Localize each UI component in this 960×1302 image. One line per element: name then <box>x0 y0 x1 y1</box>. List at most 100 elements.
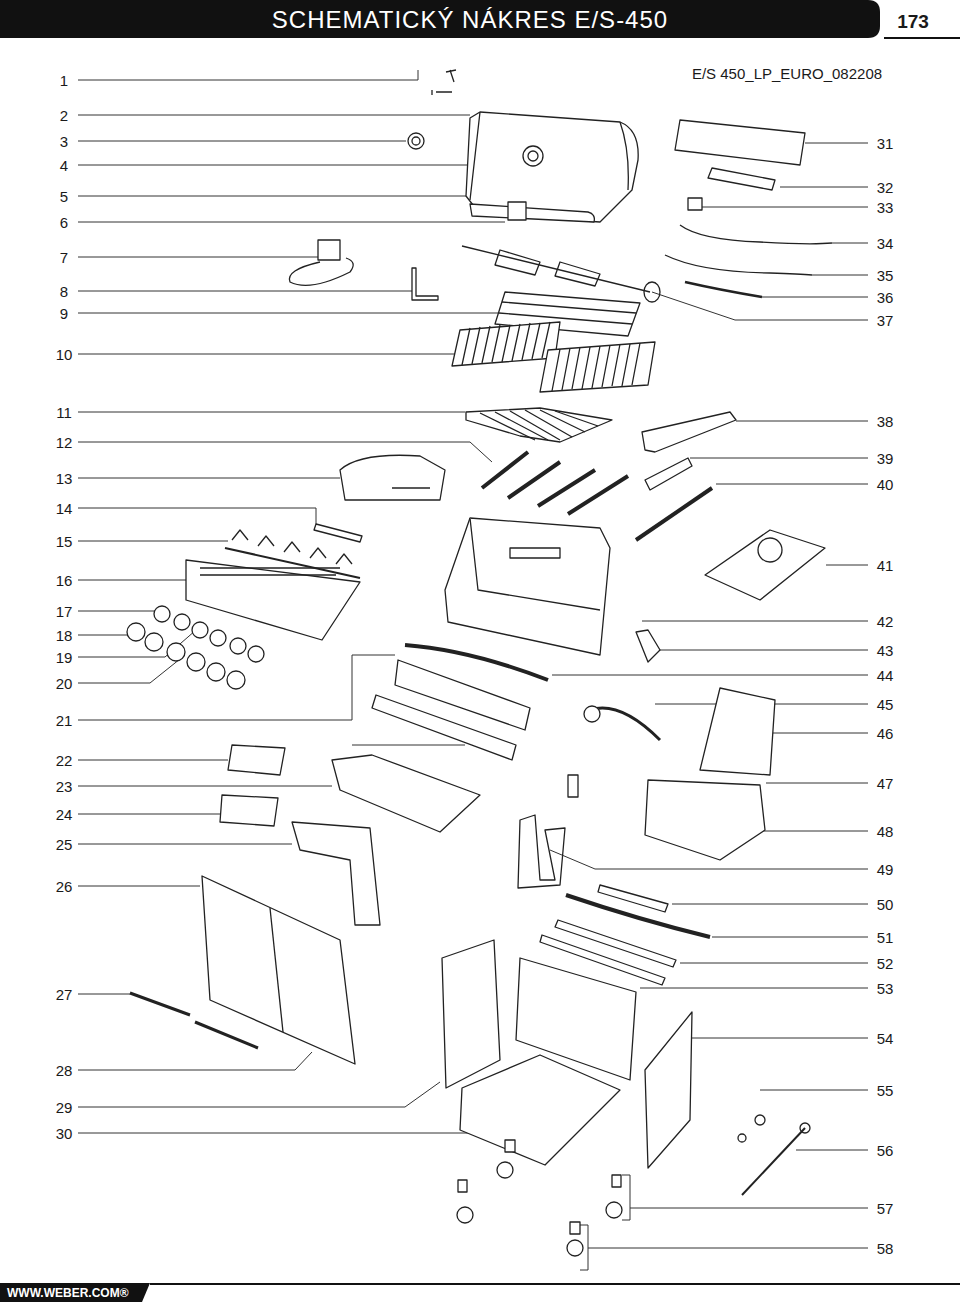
leader-lines <box>78 196 466 197</box>
callout-number: 21 <box>56 713 73 728</box>
website-footer: WWW.WEBER.COM® <box>7 1287 129 1299</box>
grill-parts <box>644 282 660 302</box>
grill-parts <box>127 70 832 1256</box>
callout-number: 11 <box>56 405 72 420</box>
leader-lines <box>622 1175 868 1220</box>
grill-parts <box>220 795 278 826</box>
callout-number: 42 <box>877 614 894 629</box>
grill-parts <box>228 745 285 775</box>
callout-number: 48 <box>877 824 894 839</box>
callout-number: 22 <box>56 753 73 768</box>
leader-lines <box>680 963 868 964</box>
leader-lines <box>716 484 868 485</box>
leader-lines <box>796 1150 868 1151</box>
footer-bar <box>0 1283 960 1302</box>
grill-parts <box>508 202 526 220</box>
grill-parts <box>518 815 565 888</box>
grill-parts <box>567 1240 583 1256</box>
leader-lines <box>78 70 418 80</box>
leader-lines <box>78 760 228 761</box>
leader-lines <box>78 814 220 815</box>
grill-parts <box>340 455 445 500</box>
grill-parts <box>685 282 762 297</box>
callout-number: 32 <box>877 180 894 195</box>
grill-parts <box>314 524 362 542</box>
grill-parts <box>432 70 456 95</box>
leader-lines <box>805 143 868 144</box>
grill-parts <box>412 137 420 145</box>
grill-parts <box>174 614 190 630</box>
grill-parts <box>552 343 640 391</box>
grill-parts <box>154 606 170 622</box>
leader-lines <box>78 1082 440 1107</box>
grill-parts <box>738 1134 746 1142</box>
grill-parts <box>470 204 594 222</box>
grill-parts <box>207 663 225 681</box>
grill-parts <box>187 653 205 671</box>
grill-parts <box>612 1175 621 1187</box>
grill-parts <box>270 908 283 1032</box>
grill-parts <box>645 1012 692 1168</box>
leader-lines <box>78 1052 312 1070</box>
leader-lines <box>78 786 332 787</box>
grill-parts <box>408 133 424 149</box>
leader-lines <box>760 831 868 832</box>
callout-number: 30 <box>56 1126 73 1141</box>
leader-lines <box>78 291 412 292</box>
grill-parts <box>680 225 832 244</box>
grill-parts <box>523 146 543 166</box>
callout-number: 36 <box>877 290 894 305</box>
callout-number: 44 <box>877 668 894 683</box>
callout-number: 43 <box>877 643 894 658</box>
callout-number: 15 <box>56 534 73 549</box>
grill-parts <box>482 452 628 514</box>
grill-parts <box>606 1202 622 1218</box>
callout-number: 55 <box>877 1083 894 1098</box>
leader-lines <box>760 1090 868 1091</box>
grill-parts <box>528 151 538 161</box>
callout-number: 6 <box>60 215 68 230</box>
grill-parts <box>192 622 208 638</box>
grill-parts <box>700 688 775 775</box>
grill-parts <box>495 250 600 286</box>
grill-parts <box>289 258 353 285</box>
leader-lines <box>78 141 406 142</box>
callout-number: 49 <box>877 862 894 877</box>
grill-parts <box>458 1180 467 1192</box>
callout-number: 7 <box>60 250 68 265</box>
grill-parts <box>555 920 676 967</box>
leader-lines <box>812 275 868 276</box>
callout-number: 33 <box>877 200 894 215</box>
grill-parts <box>292 822 380 925</box>
leader-lines <box>702 207 868 208</box>
grill-parts <box>642 412 736 452</box>
leader-lines <box>762 297 868 298</box>
callout-number: 29 <box>56 1100 73 1115</box>
leader-lines <box>552 675 868 676</box>
leader-lines <box>780 187 868 188</box>
leader-lines <box>580 1225 868 1270</box>
grill-parts <box>755 1115 765 1125</box>
grill-parts <box>466 408 612 442</box>
grill-parts <box>186 560 360 640</box>
leader-lines <box>78 580 186 581</box>
grill-parts <box>230 638 246 654</box>
grill-parts <box>800 1123 810 1133</box>
callout-number: 8 <box>60 284 68 299</box>
callout-number: 18 <box>56 628 73 643</box>
page-number: 173 <box>897 12 929 31</box>
grill-parts <box>167 643 185 661</box>
callout-number: 47 <box>877 776 894 791</box>
grill-parts <box>442 940 500 1088</box>
leader-lines <box>78 844 292 845</box>
grill-parts <box>645 780 765 860</box>
leader-lines <box>672 904 868 905</box>
leader-lines <box>832 243 868 244</box>
header-bar <box>884 37 960 39</box>
header-bar <box>0 0 880 38</box>
grill-parts <box>466 112 638 222</box>
leader-lines <box>78 412 465 413</box>
grill-parts <box>248 646 264 662</box>
leader-lines <box>78 655 185 683</box>
